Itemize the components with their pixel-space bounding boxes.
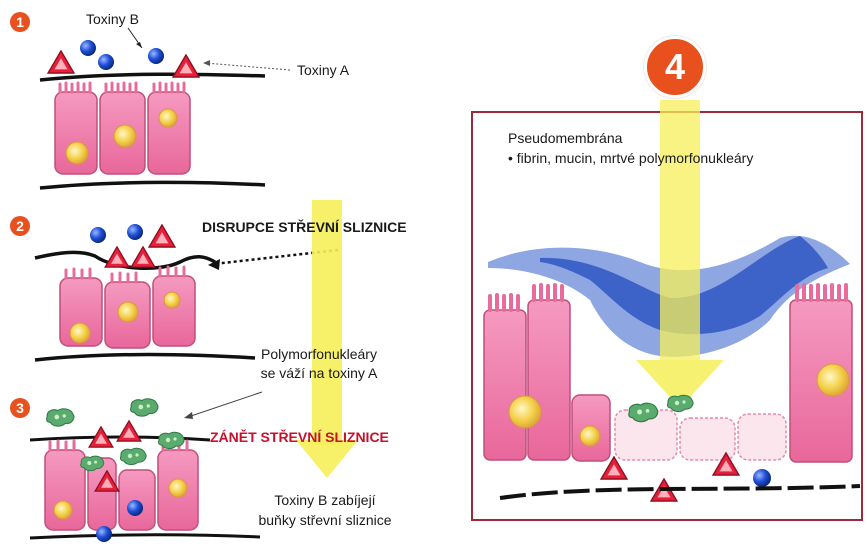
label-polymorfo-2: se váží na toxiny A bbox=[236, 364, 402, 382]
step3-panel bbox=[30, 392, 262, 542]
pmn-icon bbox=[667, 395, 693, 411]
pmn-icon bbox=[120, 448, 146, 464]
step2-mucosa-line-bottom bbox=[35, 355, 255, 361]
polymorfo-pointer bbox=[188, 392, 262, 417]
toxin-b-icon bbox=[127, 500, 143, 516]
step2-panel bbox=[35, 224, 338, 360]
toxin-a-icon bbox=[48, 51, 74, 73]
toxin-b-icon bbox=[96, 526, 112, 542]
step3-mucosa-line-bottom bbox=[30, 535, 260, 538]
toxiny-a-pointer bbox=[205, 63, 290, 70]
toxin-b-icon bbox=[98, 54, 114, 70]
step-3-badge: 3 bbox=[10, 398, 30, 418]
label-toxiny-b-zabijeji-1: Toxiny B zabíjejí bbox=[240, 491, 410, 509]
label-disrupce: DISRUPCE STŘEVNÍ SLIZNICE bbox=[202, 218, 407, 236]
step4-arrow-icon bbox=[660, 100, 700, 360]
label-polymorfo-1: Polymorfonukleáry bbox=[236, 345, 402, 363]
step1-mucosa-line-bottom bbox=[40, 182, 265, 188]
toxin-a-icon bbox=[105, 247, 129, 267]
toxin-a-icon bbox=[149, 225, 175, 247]
step2-epithelium bbox=[60, 267, 195, 348]
label-toxiny-a: Toxiny A bbox=[297, 61, 349, 79]
pmn-icon bbox=[158, 432, 184, 448]
step-2-badge: 2 bbox=[10, 216, 30, 236]
step1-mucosa-line-top bbox=[40, 74, 265, 80]
pmn-icon bbox=[629, 403, 658, 421]
label-pseudomembrana-detail: • fibrin, mucin, mrtvé polymorfonukleáry bbox=[508, 149, 753, 167]
toxin-a-icon bbox=[131, 247, 155, 267]
toxin-b-icon bbox=[80, 40, 96, 56]
label-toxiny-b-zabijeji-2: buňky střevní sliznice bbox=[240, 511, 410, 529]
toxin-b-icon bbox=[127, 224, 143, 240]
toxin-b-icon bbox=[148, 48, 164, 64]
step1-epithelium bbox=[55, 83, 190, 174]
pmn-icon bbox=[47, 409, 74, 426]
pmn-icon bbox=[131, 399, 158, 416]
step4-right-cell bbox=[790, 285, 852, 462]
step1-panel bbox=[40, 28, 290, 188]
pmn-icon bbox=[81, 456, 104, 471]
toxin-a-icon bbox=[117, 421, 141, 441]
label-zanet: ZÁNĚT STŘEVNÍ SLIZNICE bbox=[210, 428, 389, 446]
step-1-badge: 1 bbox=[10, 12, 30, 32]
toxin-a-icon bbox=[173, 55, 199, 77]
label-toxiny-b: Toxiny B bbox=[86, 10, 139, 28]
step-4-badge: 4 bbox=[644, 36, 706, 98]
toxin-b-icon bbox=[90, 227, 106, 243]
label-pseudomembrana-title: Pseudomembrána bbox=[508, 129, 622, 147]
toxin-b-icon bbox=[753, 469, 771, 487]
